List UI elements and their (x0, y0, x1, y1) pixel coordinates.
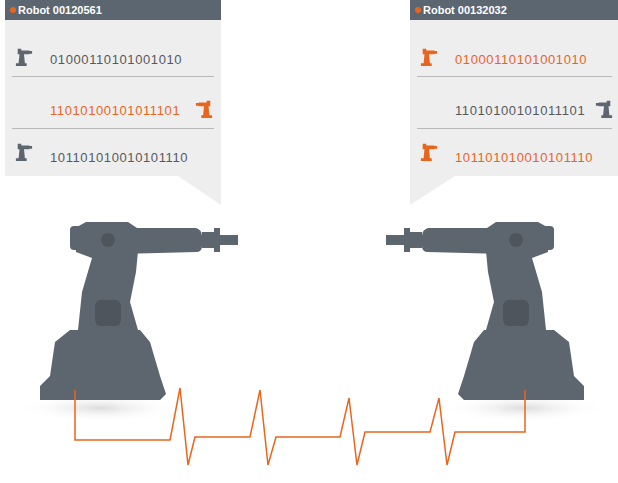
robot-icon (596, 101, 612, 118)
row-separators (12, 77, 612, 129)
callout-panel: Robot 00132032 01000110101001010 110101001… (410, 0, 618, 176)
robot-id: Robot 00132032 (423, 3, 507, 17)
robot-icon (16, 49, 32, 66)
signal-wave (75, 388, 525, 465)
robot-icon (421, 49, 437, 66)
robot-icon (16, 144, 32, 161)
binary-code: 101101010010101110 (50, 150, 188, 166)
panel-header (5, 0, 221, 20)
binary-code: 11010100101011101 (50, 103, 180, 119)
industrial-robot (40, 222, 238, 400)
status-dot (10, 7, 16, 13)
robot-icon (421, 144, 437, 161)
callout-panel (5, 0, 221, 205)
callout-panel (410, 0, 618, 205)
status-dot (415, 7, 421, 13)
robot-id: Robot 00120561 (18, 3, 102, 17)
industrial-robot (386, 222, 584, 400)
binary-code: 01000110101001010 (455, 52, 587, 68)
binary-code: 101101010010101110 (455, 150, 593, 166)
robot-icon (196, 101, 212, 118)
callout-panel: Robot 00120561 01000110101001010 110101001… (5, 0, 221, 176)
panel-header (410, 0, 618, 20)
binary-code: 11010100101011101 (455, 103, 585, 119)
binary-code: 01000110101001010 (50, 52, 182, 68)
